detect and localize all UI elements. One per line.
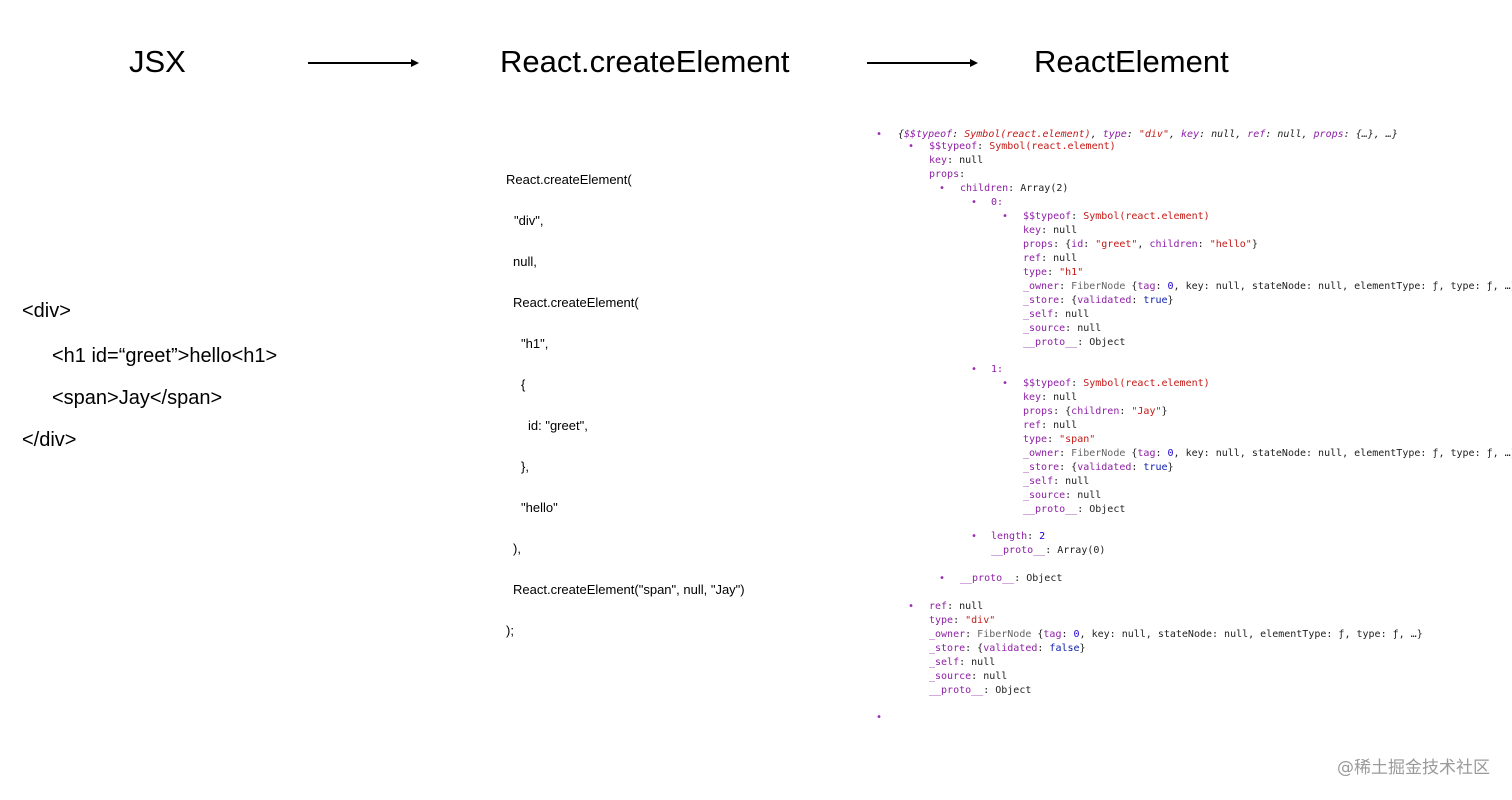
tree-row: props: {children: "Jay"} (1023, 406, 1168, 417)
tree-row: ref: null (929, 601, 984, 612)
tree-row: type: "span" (1023, 434, 1096, 445)
code-line: "hello" (521, 500, 558, 515)
tree-row: _source: null (1023, 323, 1102, 334)
code-line: { (521, 377, 526, 392)
tree-row[interactable]: 0: (991, 197, 1004, 208)
tree-row: $$typeof: Symbol(react.element) (1023, 211, 1210, 222)
heading-jsx: JSX (129, 44, 186, 79)
tree-row: __proto__: Object (929, 685, 1032, 696)
code-line: }, (521, 459, 529, 474)
tree-row: key: null (1023, 225, 1078, 236)
tree-bullet: • (971, 197, 978, 208)
tree-row: _source: null (1023, 490, 1102, 501)
tree-bullet: • (876, 129, 883, 140)
tree-row: props: (929, 169, 966, 180)
arrow-right-icon (308, 59, 419, 67)
tree-row: __proto__: Array(0) (991, 545, 1106, 556)
tree-row: _owner: FiberNode {tag: 0, key: null, st… (1023, 448, 1512, 459)
tree-row: _owner: FiberNode {tag: 0, key: null, st… (1023, 281, 1512, 292)
tree-row: _store: {validated: true} (1023, 462, 1174, 473)
tree-row: type: "h1" (1023, 267, 1084, 278)
code-line: React.createElement("span", null, "Jay") (513, 582, 745, 597)
tree-row: key: null (929, 155, 984, 166)
tree-row: _store: {validated: false} (929, 643, 1086, 654)
code-line: "div", (514, 213, 544, 228)
tree-bullet: • (1002, 211, 1009, 222)
tree-bullet: • (876, 712, 883, 723)
tree-row: ref: null (1023, 420, 1078, 431)
tree-row: _store: {validated: true} (1023, 295, 1174, 306)
heading-react-element: ReactElement (1034, 44, 1229, 79)
code-line: React.createElement( (513, 295, 639, 310)
tree-row[interactable]: children: Array(2) (960, 183, 1069, 194)
tree-row: ref: null (1023, 253, 1078, 264)
code-line: <div> (22, 300, 71, 322)
tree-row: props: {id: "greet", children: "hello"} (1023, 239, 1258, 250)
tree-row[interactable]: __proto__: Object (960, 573, 1063, 584)
tree-bullet: • (908, 601, 915, 612)
tree-bullet: • (971, 364, 978, 375)
code-line: React.createElement( (506, 172, 632, 187)
tree-row: __proto__: Object (1023, 337, 1126, 348)
tree-row: _self: null (929, 657, 996, 668)
tree-bullet: • (939, 573, 946, 584)
watermark: @稀土掘金技术社区 (1337, 758, 1490, 778)
tree-row: key: null (1023, 392, 1078, 403)
heading-create-element: React.createElement (500, 44, 790, 79)
tree-bullet: • (908, 141, 915, 152)
tree-row: __proto__: Object (1023, 504, 1126, 515)
code-line: id: "greet", (528, 418, 588, 433)
tree-summary-row[interactable]: {$$typeof: Symbol(react.element), type: … (898, 129, 1398, 140)
tree-row: _self: null (1023, 309, 1090, 320)
tree-bullet: • (971, 531, 978, 542)
code-line: <h1 id=“greet”>hello<h1> (52, 345, 278, 367)
tree-bullet: • (1002, 378, 1009, 389)
tree-row: _owner: FiberNode {tag: 0, key: null, st… (929, 629, 1423, 640)
tree-row: $$typeof: Symbol(react.element) (1023, 378, 1210, 389)
tree-row: length: 2 (991, 531, 1046, 542)
code-line: </div> (22, 429, 77, 451)
arrow-right-icon (867, 59, 978, 67)
code-line: ); (506, 623, 514, 638)
code-line: null, (513, 254, 537, 269)
tree-bullet: • (939, 183, 946, 194)
tree-row[interactable]: 1: (991, 364, 1004, 375)
tree-row: _self: null (1023, 476, 1090, 487)
code-line: ), (513, 541, 521, 556)
tree-row: _source: null (929, 671, 1008, 682)
code-line: "h1", (521, 336, 549, 351)
code-line: <span>Jay</span> (52, 387, 223, 409)
tree-row: type: "div" (929, 615, 996, 626)
tree-row: $$typeof: Symbol(react.element) (929, 141, 1116, 152)
